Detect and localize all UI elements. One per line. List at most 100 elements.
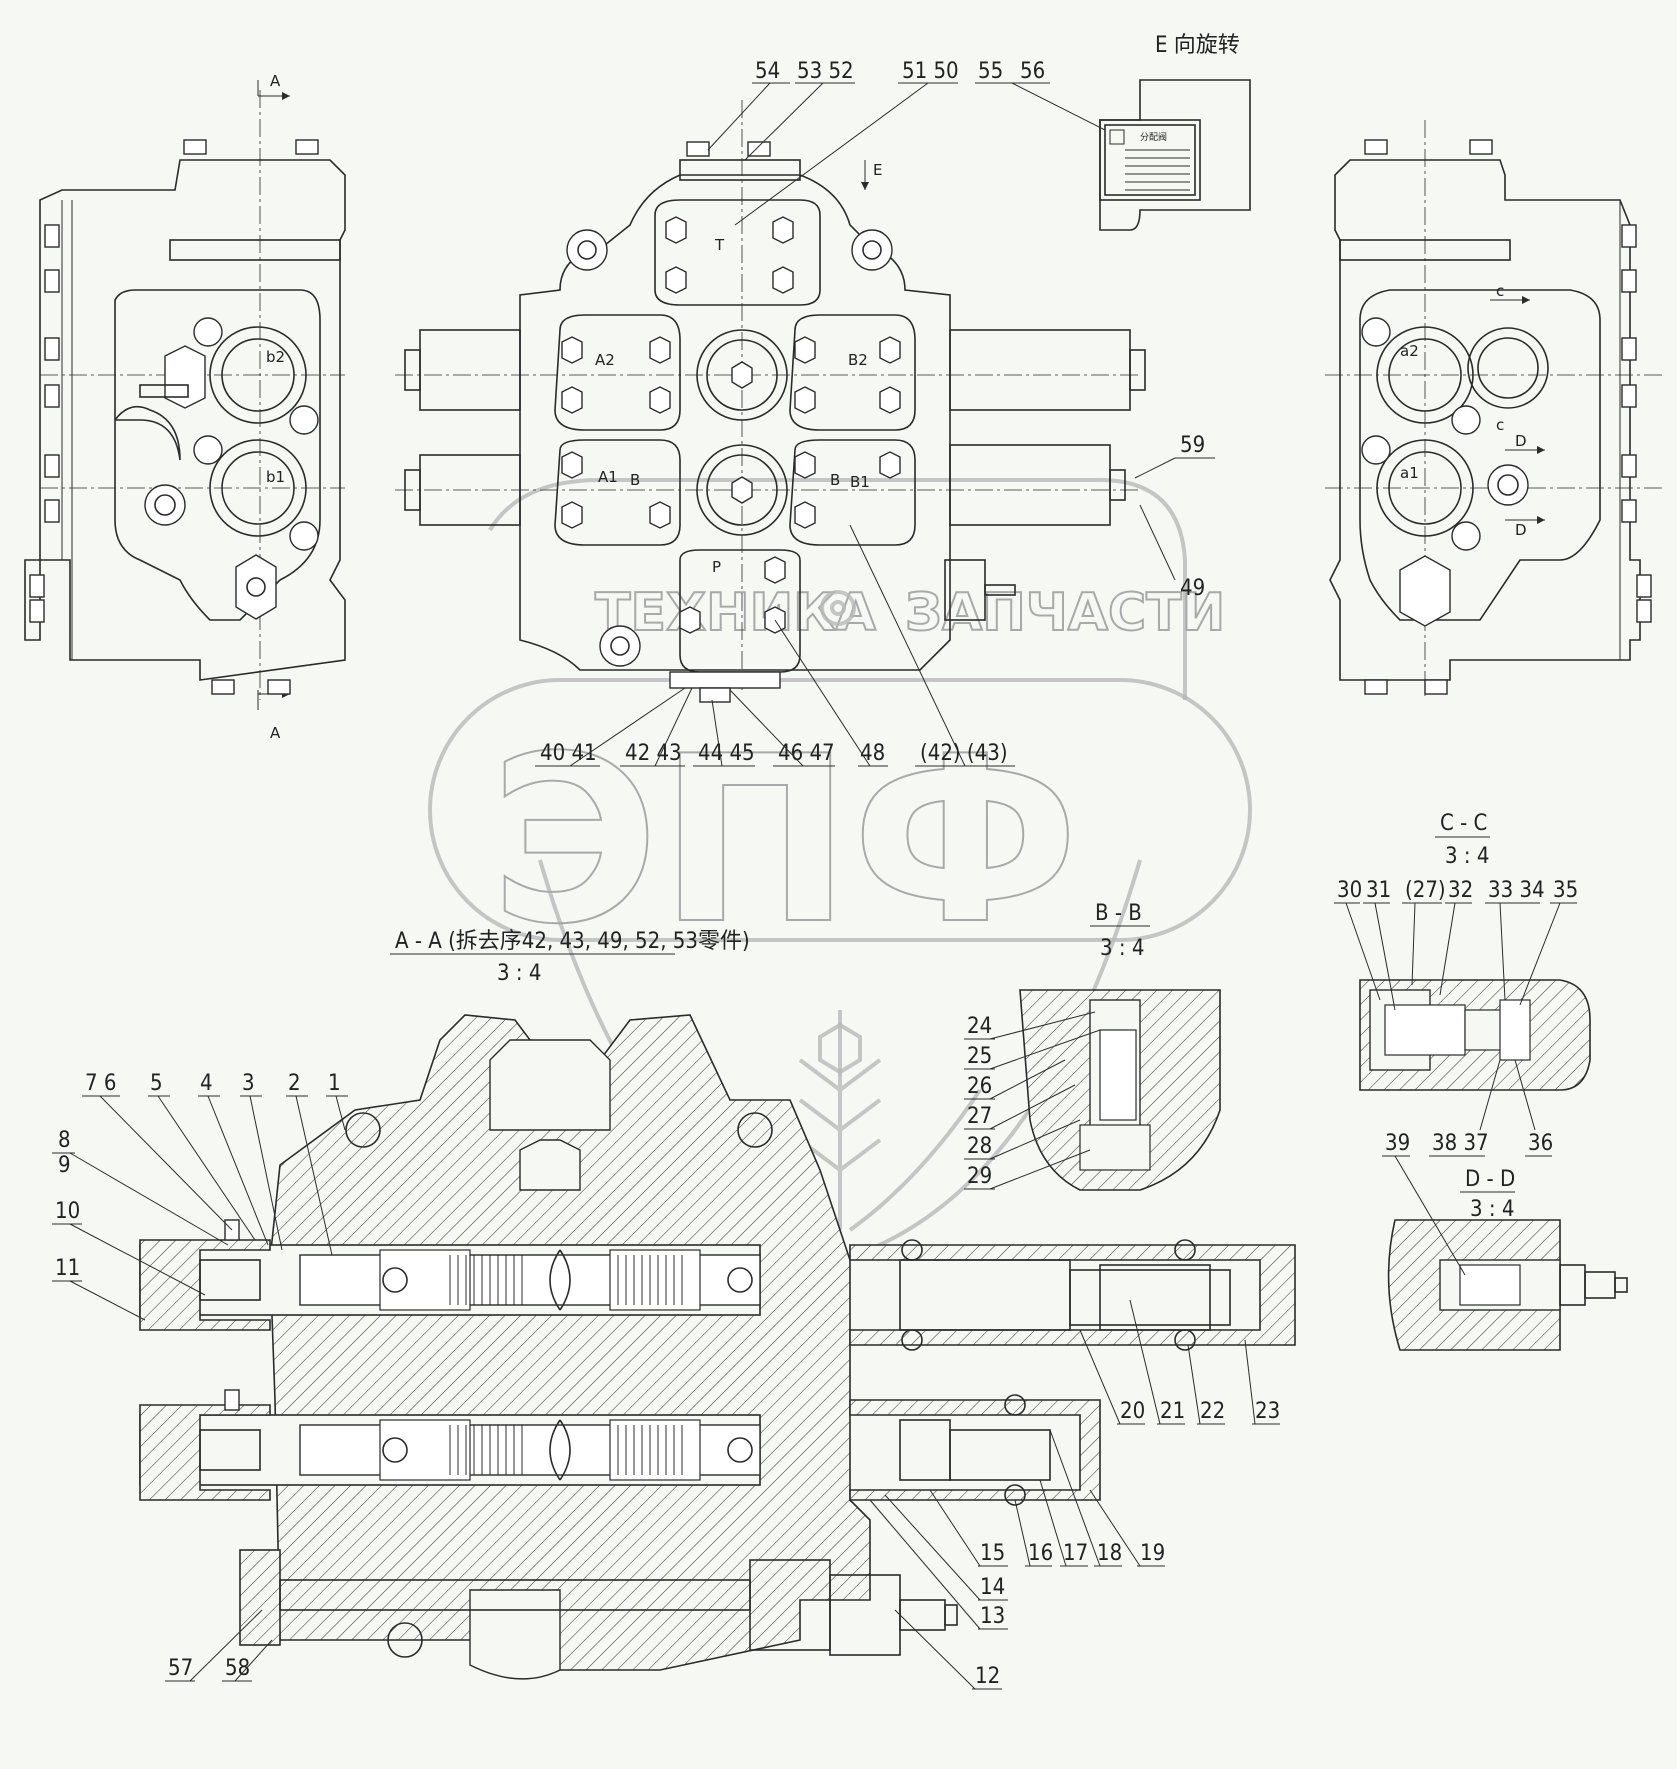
callouts-section-cc: 30 31 (27) 32 33 34 35 38 37 36: [1334, 878, 1578, 1157]
callout-25: 25: [967, 1044, 992, 1069]
right-side-view: a2 a1 c c D D: [1325, 120, 1665, 700]
callout-54: 54: [755, 59, 780, 84]
callout-59: 59: [1180, 433, 1205, 458]
callouts-section-aa: 7 6 5 4 3 2 1 8 9 10 11 12 13 14: [52, 1071, 1280, 1690]
watermark-oval: [428, 678, 1252, 942]
callout-28: 28: [967, 1134, 992, 1159]
watermark-gear-icon: [820, 590, 856, 626]
port-label-b1: b1: [266, 468, 285, 486]
section-cc-title: C - C: [1440, 811, 1487, 836]
callout-55: 55: [978, 59, 1003, 84]
callout-2: 2: [288, 1071, 301, 1096]
callouts-front-bottom: 40 41 42 43 44 45 46 47 48 (42) (43): [535, 524, 1015, 767]
spring-upper-right: [609, 1255, 683, 1305]
section-dd-scale: 3 : 4: [1470, 1197, 1514, 1222]
section-a-marker-top: A: [270, 72, 281, 90]
callout-35: 35: [1553, 878, 1578, 903]
port-label-b2: b2: [266, 348, 285, 366]
section-c-marker-top: c: [1496, 282, 1504, 300]
callout-9: 9: [58, 1153, 71, 1178]
front-view: T A2 B2 A1 B B1 B P: [395, 100, 1146, 703]
section-c-marker-bottom: c: [1496, 416, 1504, 434]
port-label-p: P: [712, 558, 721, 576]
callout-48: 48: [860, 741, 885, 766]
port-label-a1: A1: [598, 468, 618, 486]
nameplate-header: 分配阀: [1140, 132, 1167, 143]
callout-24: 24: [967, 1014, 992, 1039]
callout-17: 17: [1063, 1541, 1088, 1566]
callout-21: 21: [1160, 1399, 1185, 1424]
callouts-front-right: 59 49: [1134, 433, 1215, 601]
port-label-b2: B2: [848, 351, 868, 369]
section-a-marker-bottom: A: [270, 724, 281, 742]
section-aa-scale: 3 : 4: [497, 961, 541, 986]
section-dd-title: D - D: [1465, 1167, 1515, 1192]
section-cc-scale: 3 : 4: [1445, 844, 1489, 869]
section-d-marker-bottom: D: [1515, 521, 1527, 539]
callout-19: 19: [1140, 1541, 1165, 1566]
callout-14: 14: [980, 1575, 1005, 1600]
callout-16: 16: [1028, 1541, 1053, 1566]
callout-56: 56: [1020, 59, 1045, 84]
section-cc-view: C - C 3 : 4: [1359, 811, 1591, 1091]
spring-lower-right: [609, 1425, 683, 1475]
nameplate-view: E 向旋转 分配阀: [1099, 33, 1251, 231]
view-e-marker: E: [873, 161, 882, 179]
callout-8: 8: [58, 1128, 71, 1153]
callout-1: 1: [328, 1071, 341, 1096]
section-d-marker-top: D: [1515, 432, 1527, 450]
callout-20: 20: [1120, 1399, 1145, 1424]
callout-18: 18: [1097, 1541, 1122, 1566]
callout-7-6: 7 6: [85, 1071, 116, 1096]
port-label-a1: a1: [1400, 464, 1419, 482]
callout-40-41: 40 41: [540, 741, 597, 766]
callout-57: 57: [168, 1656, 193, 1681]
section-bb-title: B - B: [1095, 901, 1142, 926]
callout-27: 27: [967, 1104, 992, 1129]
port-label-t: T: [714, 236, 725, 254]
callout-44-45: 44 45: [698, 741, 755, 766]
callout-12: 12: [975, 1664, 1000, 1689]
port-label-b1: B1: [850, 473, 870, 491]
callout-13: 13: [980, 1604, 1005, 1629]
callout-5: 5: [150, 1071, 163, 1096]
port-label-b-left: B: [630, 471, 640, 489]
watermark: ТЕХНИКА ЗАПЧАСТИ ЭПФ: [428, 478, 1252, 1263]
callout-27-ref: (27): [1405, 878, 1446, 903]
callout-36: 36: [1528, 1131, 1553, 1156]
callout-38-37: 38 37: [1432, 1131, 1489, 1156]
callout-15: 15: [980, 1541, 1005, 1566]
callout-51-50: 51 50: [902, 59, 959, 84]
port-label-a2: A2: [595, 351, 615, 369]
left-side-view: A A b2 b1: [24, 72, 346, 742]
callout-29: 29: [967, 1164, 992, 1189]
watermark-text-right: ЗАПЧАСТИ: [905, 583, 1225, 643]
callout-39: 39: [1385, 1131, 1410, 1156]
callouts-section-dd: 39: [1382, 1131, 1466, 1276]
callout-31: 31: [1366, 878, 1391, 903]
port-label-a2: a2: [1400, 342, 1419, 360]
callout-23: 23: [1255, 1399, 1280, 1424]
callout-26: 26: [967, 1074, 992, 1099]
callout-42-43-ref: (42) (43): [920, 741, 1008, 766]
section-bb-view: B - B 3 : 4: [1019, 901, 1221, 1191]
spring-lower-left: [449, 1425, 523, 1475]
callout-42-43: 42 43: [625, 741, 682, 766]
callout-11: 11: [55, 1256, 80, 1281]
spring-upper-left: [449, 1255, 523, 1305]
callout-3: 3: [242, 1071, 255, 1096]
callout-22: 22: [1200, 1399, 1225, 1424]
watermark-emblem: ЭПФ: [490, 708, 1079, 975]
callout-32: 32: [1448, 878, 1473, 903]
section-bb-scale: 3 : 4: [1100, 936, 1144, 961]
section-dd-view: D - D 3 : 4: [1387, 1167, 1628, 1351]
callouts-top-row: 54 53 52 51 50 55 56: [707, 59, 1106, 226]
callout-33-34: 33 34: [1488, 878, 1545, 903]
port-label-b-right: B: [830, 471, 840, 489]
callout-30: 30: [1337, 878, 1362, 903]
view-e-caption: E 向旋转: [1155, 33, 1240, 58]
callout-46-47: 46 47: [778, 741, 835, 766]
section-aa-view: A - A (拆去序42, 43, 49, 52, 53零件) 3 : 4: [139, 929, 1296, 1680]
